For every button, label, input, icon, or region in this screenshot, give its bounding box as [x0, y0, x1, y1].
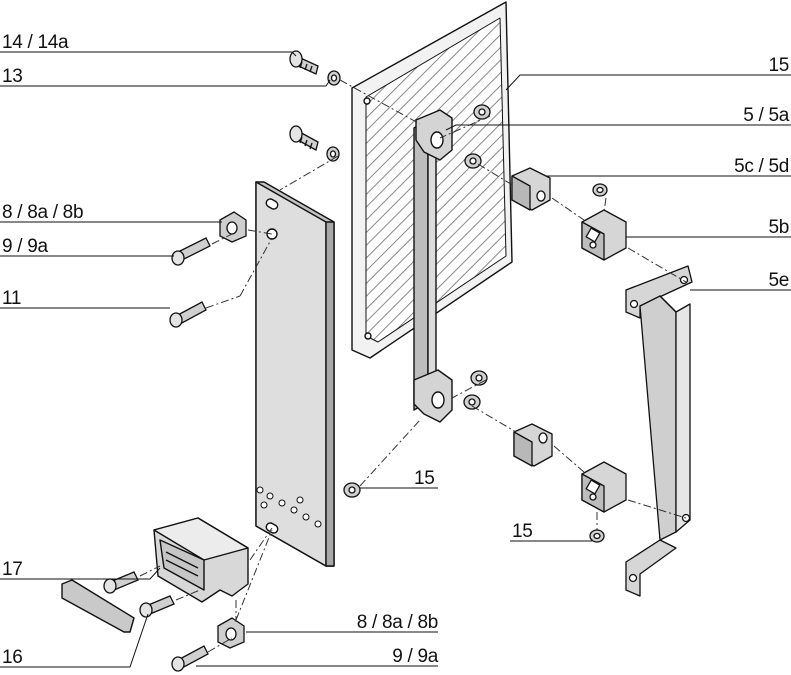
screw-16	[139, 595, 175, 618]
screw-14-14a	[289, 50, 319, 75]
callout-14-14a: 14 / 14a	[2, 32, 69, 53]
clip-8-bottom	[217, 617, 245, 649]
label-plate-16	[61, 579, 135, 633]
washer-13	[327, 70, 341, 86]
callout-8-8a-8b-top: 8 / 8a / 8b	[2, 202, 84, 223]
screw-9-9a-top	[171, 237, 211, 266]
callout-5b: 5b	[768, 217, 789, 238]
block-5b-upper	[581, 209, 627, 261]
screw-upper-second	[289, 125, 319, 151]
nut-15-low	[589, 529, 605, 543]
leader-lines	[0, 51, 791, 668]
rear-plate	[255, 181, 335, 567]
nut-lower-b	[463, 394, 481, 410]
callout-11: 11	[2, 288, 22, 309]
nut-5b	[592, 183, 608, 197]
callout-15-low: 15	[512, 521, 533, 542]
nut-top-a	[473, 104, 491, 120]
nut-lower-a	[470, 370, 488, 386]
block-5c-5d-upper	[511, 167, 551, 211]
housing-17	[153, 517, 249, 603]
clip-8-top	[219, 211, 247, 243]
callout-15-mid: 15	[414, 468, 435, 489]
callout-13: 13	[2, 66, 23, 87]
callout-9-9a-top: 9 / 9a	[2, 236, 48, 257]
nut-15-mid	[343, 482, 361, 498]
callout-16: 16	[2, 647, 23, 668]
callout-5-5a: 5 / 5a	[743, 105, 789, 126]
assembly-axes	[139, 79, 687, 653]
callout-9-9a-bottom: 9 / 9a	[392, 646, 438, 667]
callout-17: 17	[2, 559, 23, 580]
screw-9-9a-bottom	[171, 645, 209, 672]
rail-5e	[625, 265, 693, 597]
callout-15-top: 15	[768, 55, 789, 76]
block-5c-5d-lower	[513, 423, 553, 467]
callout-5e: 5e	[768, 270, 789, 291]
callout-5c-5d: 5c / 5d	[734, 156, 789, 177]
bracket-5-5a	[413, 109, 453, 423]
screw-11	[169, 301, 207, 328]
block-5b-lower	[581, 461, 627, 513]
callout-8-8a-8b-bottom: 8 / 8a / 8b	[356, 612, 439, 633]
nut-top-b	[464, 153, 482, 169]
screw-17	[103, 571, 139, 594]
